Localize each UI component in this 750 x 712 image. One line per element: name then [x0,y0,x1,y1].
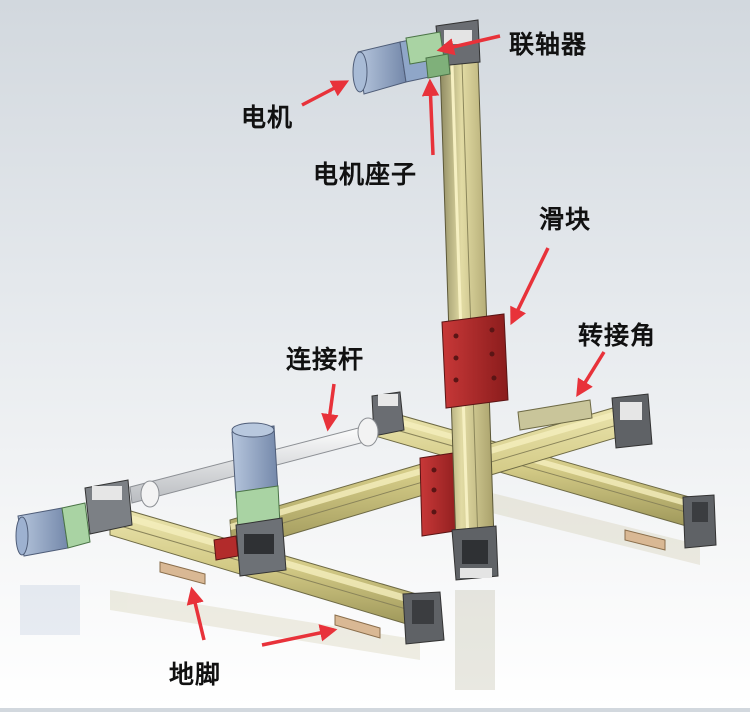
label-motor-seat: 电机座子 [313,160,418,189]
arrow-slider [510,247,550,326]
y-motor [213,422,287,577]
y-slider [419,451,463,537]
arrow-motor [301,80,350,107]
arrow-connecting-rod [321,383,339,432]
z-slider [441,313,509,409]
label-connecting-rod: 连接杆 [286,345,365,374]
label-feet: 地脚 [169,660,222,689]
annotation-arrows [186,34,606,647]
foot-front-left [159,561,206,585]
arrow-foot-right [261,624,338,647]
label-coupling: 联轴器 [509,30,588,59]
top-motor-seat [425,53,451,79]
foot-back-right [624,529,666,551]
label-motor: 电机 [241,103,294,132]
arrow-coupling [436,34,501,56]
arrow-motor-seat [421,78,440,156]
arrow-corner-adapter [576,351,606,397]
label-corner-adapter: 转接角 [578,321,657,350]
label-slider: 滑块 [539,205,592,234]
top-motor [352,31,451,95]
foot-front-right [334,614,381,639]
left-motor [15,479,133,557]
corner-adapter [517,399,593,431]
arrow-foot-left [186,586,206,641]
